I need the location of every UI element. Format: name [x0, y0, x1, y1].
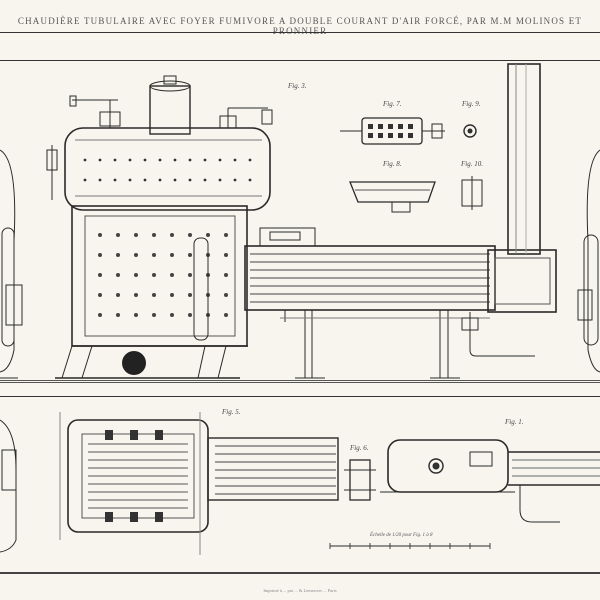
detail-figures: [340, 117, 483, 213]
label-fig3: Fig. 3.: [288, 82, 307, 90]
plate-title: CHAUDIÈRE TUBULAIRE AVEC FOYER FUMIVORE …: [17, 16, 583, 36]
bottom-frame-rule: [0, 572, 600, 574]
fig3-boiler-elevation: [46, 75, 273, 379]
edge-figures: [0, 149, 600, 553]
label-fig1: Fig. 1.: [505, 418, 524, 426]
fig6-detail: [344, 459, 376, 501]
label-fig10: Fig. 10.: [461, 160, 483, 168]
label-fig5: Fig. 5.: [222, 408, 241, 416]
fig1-side-elevation: [380, 439, 600, 523]
lower-frame-rule: [0, 396, 600, 397]
title-rule: [0, 32, 600, 33]
fig5-plan-view: [59, 412, 339, 555]
label-fig8: Fig. 8.: [383, 160, 402, 168]
imprint-line: Imprimé à ... par ... & Lemercier ... Pa…: [263, 588, 337, 593]
top-frame-rule: [0, 60, 600, 61]
label-fig7: Fig. 7.: [383, 100, 402, 108]
label-fig6: Fig. 6.: [350, 444, 369, 452]
middle-divider: [0, 380, 600, 383]
label-fig9: Fig. 9.: [462, 100, 481, 108]
scale-bar: [329, 543, 491, 549]
fig3-tube-section: [244, 63, 557, 379]
scale-caption: Échelle de 1/20 pour Fig. 1 à 8: [370, 533, 433, 538]
